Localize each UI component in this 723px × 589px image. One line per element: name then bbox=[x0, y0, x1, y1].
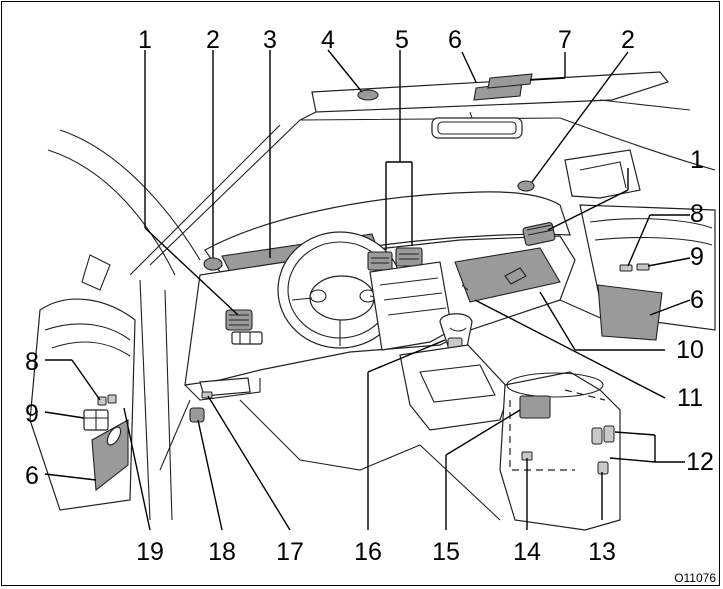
center-vent-left bbox=[367, 251, 393, 271]
right-door-lock-switch bbox=[619, 264, 633, 272]
callout-6-left: 6 bbox=[25, 462, 39, 490]
leader-2-right bbox=[531, 51, 629, 183]
leader-17 bbox=[207, 395, 291, 531]
right-door-pocket bbox=[597, 284, 663, 341]
console-box bbox=[519, 395, 551, 419]
interior-light bbox=[357, 89, 379, 101]
figure-code: O11076 bbox=[674, 571, 716, 585]
car-interior-art bbox=[29, 71, 716, 531]
callout-3: 3 bbox=[263, 26, 277, 54]
personal-lights bbox=[487, 73, 533, 89]
hood-release bbox=[189, 407, 205, 423]
callout-14: 14 bbox=[513, 538, 541, 566]
callout-9-right: 9 bbox=[690, 243, 704, 271]
callout-13: 13 bbox=[588, 538, 616, 566]
left-tweeter bbox=[203, 257, 223, 271]
callout-11: 11 bbox=[677, 384, 703, 412]
callout-16: 16 bbox=[354, 538, 382, 566]
right-tweeter bbox=[517, 180, 535, 192]
callout-17: 17 bbox=[276, 538, 304, 566]
leader-9-right bbox=[647, 257, 691, 267]
leader-9-left bbox=[44, 411, 85, 419]
callout-15: 15 bbox=[432, 538, 460, 566]
right-window-switch bbox=[636, 263, 650, 271]
left-lower-panel bbox=[199, 377, 251, 397]
callout-5: 5 bbox=[395, 26, 409, 54]
callout-10: 10 bbox=[676, 336, 704, 364]
rear-seat-switch-1 bbox=[591, 427, 603, 445]
callout-4: 4 bbox=[321, 26, 335, 54]
left-a-pillar bbox=[59, 129, 201, 261]
callout-19: 19 bbox=[136, 538, 164, 566]
leader-6-top bbox=[461, 51, 477, 83]
callout-18: 18 bbox=[208, 538, 236, 566]
right-side-vent bbox=[522, 222, 556, 246]
callout-labels: 1 2 3 4 5 6 7 2 1 8 9 6 10 11 12 8 9 6 1… bbox=[25, 26, 716, 585]
fuel-door-opener bbox=[201, 391, 213, 399]
right-side-mirror bbox=[564, 149, 641, 199]
leader-6-right bbox=[649, 299, 691, 316]
leader-4 bbox=[327, 49, 363, 93]
rear-view-mirror bbox=[431, 117, 523, 139]
callout-2-left: 2 bbox=[206, 26, 220, 54]
callout-9-left: 9 bbox=[25, 400, 39, 428]
callout-12: 12 bbox=[686, 448, 714, 476]
center-console bbox=[369, 261, 453, 351]
callout-6-top: 6 bbox=[448, 26, 462, 54]
callout-1-right: 1 bbox=[690, 146, 704, 174]
rear-console-button bbox=[597, 461, 609, 475]
callout-1-left: 1 bbox=[138, 26, 152, 54]
steering-hub bbox=[309, 275, 375, 321]
callout-2-right: 2 bbox=[621, 26, 635, 54]
leader-11 bbox=[474, 299, 666, 399]
leader-19 bbox=[123, 407, 151, 531]
leader-lines bbox=[44, 49, 691, 531]
leader-6-left bbox=[44, 473, 97, 481]
right-a-pillar bbox=[599, 99, 691, 111]
leader-18 bbox=[197, 419, 223, 531]
rear-seat-switch-2 bbox=[603, 425, 615, 443]
callout-8-left: 8 bbox=[25, 348, 39, 376]
callout-8-right: 8 bbox=[690, 200, 704, 228]
center-vent-right bbox=[395, 247, 423, 267]
callout-7: 7 bbox=[558, 26, 572, 54]
callout-6-right: 6 bbox=[690, 286, 704, 314]
center-tunnel bbox=[399, 344, 511, 431]
